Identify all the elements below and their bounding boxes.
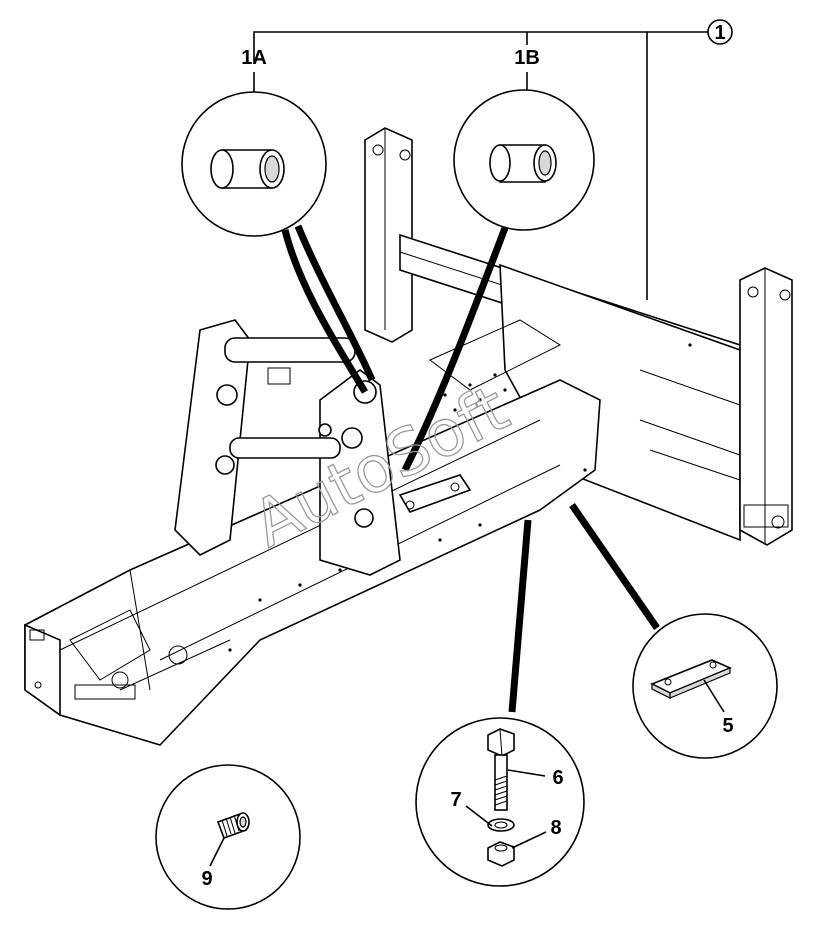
callout-1-circle [707, 19, 733, 45]
detail-6-7-8: 6 7 8 [415, 717, 585, 887]
detail-5: 5 [632, 613, 778, 759]
callout-1b-label: 1B [514, 47, 540, 69]
callout-8-label: 8 [550, 817, 561, 839]
callout-9-label: 9 [201, 868, 212, 890]
detail-1a [181, 91, 327, 237]
detail-1b [453, 89, 595, 231]
main-frame [24, 127, 793, 746]
nut-icon [487, 841, 515, 867]
callout-6-label: 6 [552, 767, 563, 789]
leader-lines [281, 224, 660, 713]
callout-1-label: 1 [714, 22, 725, 44]
callout-5-label: 5 [722, 715, 733, 737]
bushing-icon [489, 144, 557, 183]
callout-7-label: 7 [450, 789, 461, 811]
threaded-plug-icon [216, 812, 250, 840]
washer-icon [487, 818, 515, 832]
bushing-icon [210, 149, 285, 189]
bolt-icon [487, 728, 515, 811]
callout-1-bracket: 1 1A 1B [241, 19, 733, 300]
callout-1a-label: 1A [241, 47, 267, 69]
plate-icon [650, 659, 733, 699]
detail-9: 9 [155, 764, 301, 910]
